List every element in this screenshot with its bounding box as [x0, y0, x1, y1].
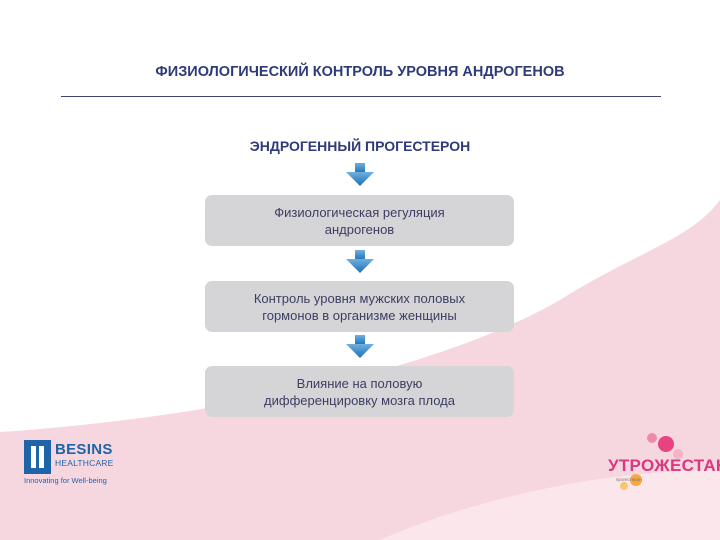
utrozhestan-subtitle: прогестерон [616, 477, 642, 482]
besins-tagline: Innovating for Well-being [24, 476, 107, 485]
flow-step-3: Влияние на половую дифференцировку мозга… [205, 366, 514, 417]
dots-icon [620, 433, 683, 490]
utrozhestan-name-text: УТРОЖЕСТАН [608, 456, 720, 475]
flow-step-3-text: Влияние на половую дифференцировку мозга… [264, 375, 455, 408]
title-divider [61, 96, 661, 97]
utrozhestan-name: УТРОЖЕСТАН® [608, 456, 720, 476]
utrozhestan-logo: УТРОЖЕСТАН® прогестерон [598, 432, 720, 496]
page-title: ФИЗИОЛОГИЧЕСКИЙ КОНТРОЛЬ УРОВНЯ АНДРОГЕН… [155, 64, 565, 80]
flow-step-2: Контроль уровня мужских половых гормонов… [205, 281, 514, 332]
besins-subtitle: HEALTHCARE [55, 458, 114, 468]
down-arrow-icon [346, 163, 374, 186]
flow-step-1: Физиологическая регуляция андрогенов [205, 195, 514, 246]
down-arrow-icon [346, 335, 374, 358]
source-heading: ЭНДРОГЕННЫЙ ПРОГЕСТЕРОН [249, 138, 471, 154]
flow-step-1-text: Физиологическая регуляция андрогенов [274, 204, 445, 237]
down-arrow-icon [346, 250, 374, 273]
besins-mark-icon [24, 440, 51, 474]
flow-step-2-text: Контроль уровня мужских половых гормонов… [253, 290, 466, 323]
besins-name: BESINS [55, 441, 113, 458]
besins-logo: BESINS HEALTHCARE Innovating for Well-be… [24, 440, 134, 486]
